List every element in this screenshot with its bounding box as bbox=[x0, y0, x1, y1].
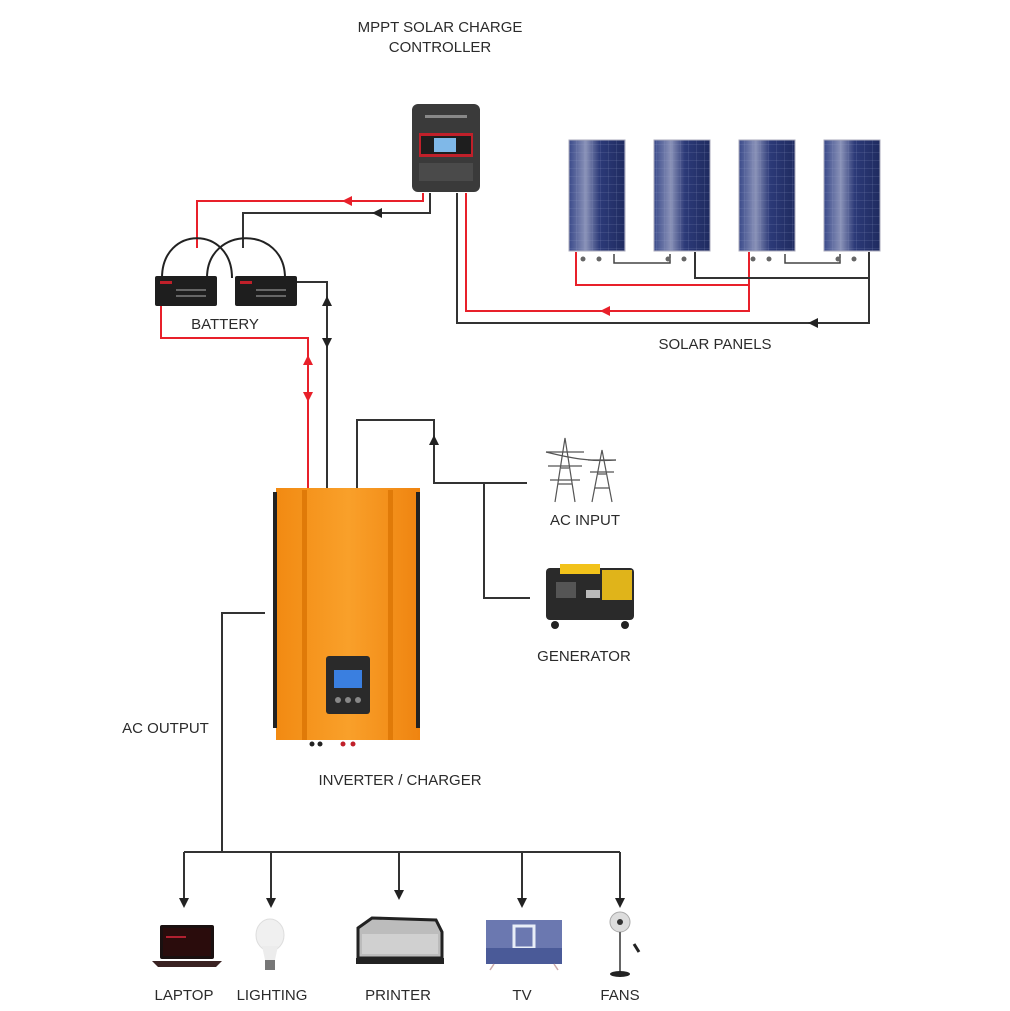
arrow-down-tv bbox=[517, 898, 527, 908]
solar-panel-icon bbox=[653, 139, 711, 262]
battery-icon-2 bbox=[235, 276, 297, 306]
arrow-left-red bbox=[342, 196, 352, 206]
battery-icon-1 bbox=[155, 276, 217, 306]
arrow-left-black bbox=[372, 208, 382, 218]
inverter-charger-icon bbox=[273, 488, 420, 747]
battery-link-2 bbox=[206, 237, 286, 279]
controller-title-line2: CONTROLLER bbox=[388, 39, 492, 56]
wire-generator bbox=[483, 483, 530, 599]
arrow-left-red-panels bbox=[600, 306, 610, 316]
solar-panel-icon bbox=[823, 139, 881, 262]
ac-output-label: AC OUTPUT bbox=[122, 720, 209, 737]
arrow-left-black-panels bbox=[808, 318, 818, 328]
wire-panel-negative-link bbox=[694, 252, 869, 279]
arrow-down-lighting bbox=[266, 898, 276, 908]
arrow-up-black bbox=[322, 296, 332, 306]
load-label-laptop: LAPTOP bbox=[154, 987, 214, 1004]
load-label-tv: TV bbox=[512, 987, 532, 1004]
battery-label: BATTERY bbox=[191, 316, 259, 333]
load-label-printer: PRINTER bbox=[365, 987, 431, 1004]
wire-ac-input bbox=[356, 419, 527, 488]
load-drops bbox=[179, 852, 625, 908]
solar-panels-label: SOLAR PANELS bbox=[658, 336, 772, 353]
solar-panel-icon bbox=[738, 139, 796, 262]
load-label-fans: FANS bbox=[600, 987, 640, 1004]
load-label-lighting: LIGHTING bbox=[236, 987, 308, 1004]
wire-panels-controller-negative bbox=[456, 193, 870, 324]
panel-series-link-1 bbox=[613, 254, 671, 264]
wire-ac-output bbox=[221, 612, 265, 852]
inverter-label: INVERTER / CHARGER bbox=[318, 772, 482, 789]
arrow-down-fans bbox=[615, 898, 625, 908]
power-tower-icon bbox=[545, 437, 617, 503]
laptop-icon bbox=[152, 925, 222, 967]
generator-label: GENERATOR bbox=[537, 648, 631, 665]
mppt-controller-icon bbox=[412, 104, 480, 192]
panel-series-link-2 bbox=[784, 254, 841, 264]
wire-panel-positive-link bbox=[575, 252, 749, 286]
fan-icon bbox=[609, 911, 641, 977]
arrow-down-red bbox=[303, 392, 313, 402]
printer-icon bbox=[356, 916, 444, 964]
light-bulb-icon bbox=[255, 918, 285, 970]
arrow-down-black bbox=[322, 338, 332, 348]
generator-icon bbox=[546, 564, 634, 629]
arrow-up-red bbox=[303, 355, 313, 365]
controller-title-line1: MPPT SOLAR CHARGE bbox=[357, 19, 523, 36]
wire-battery-inverter-negative bbox=[296, 281, 328, 488]
arrow-up-ac-input bbox=[429, 435, 439, 445]
tv-icon bbox=[486, 920, 562, 971]
wiring bbox=[160, 193, 870, 908]
arrow-down-laptop bbox=[179, 898, 189, 908]
solar-panel-icon bbox=[568, 139, 626, 262]
solar-panels bbox=[568, 139, 881, 262]
battery-link-1 bbox=[161, 237, 233, 279]
ac-input-label: AC INPUT bbox=[549, 512, 620, 529]
wire-battery-inverter-positive bbox=[160, 296, 309, 488]
wire-controller-battery-positive bbox=[196, 193, 424, 248]
arrow-down-printer bbox=[394, 890, 404, 900]
wire-controller-battery-negative bbox=[242, 193, 431, 248]
